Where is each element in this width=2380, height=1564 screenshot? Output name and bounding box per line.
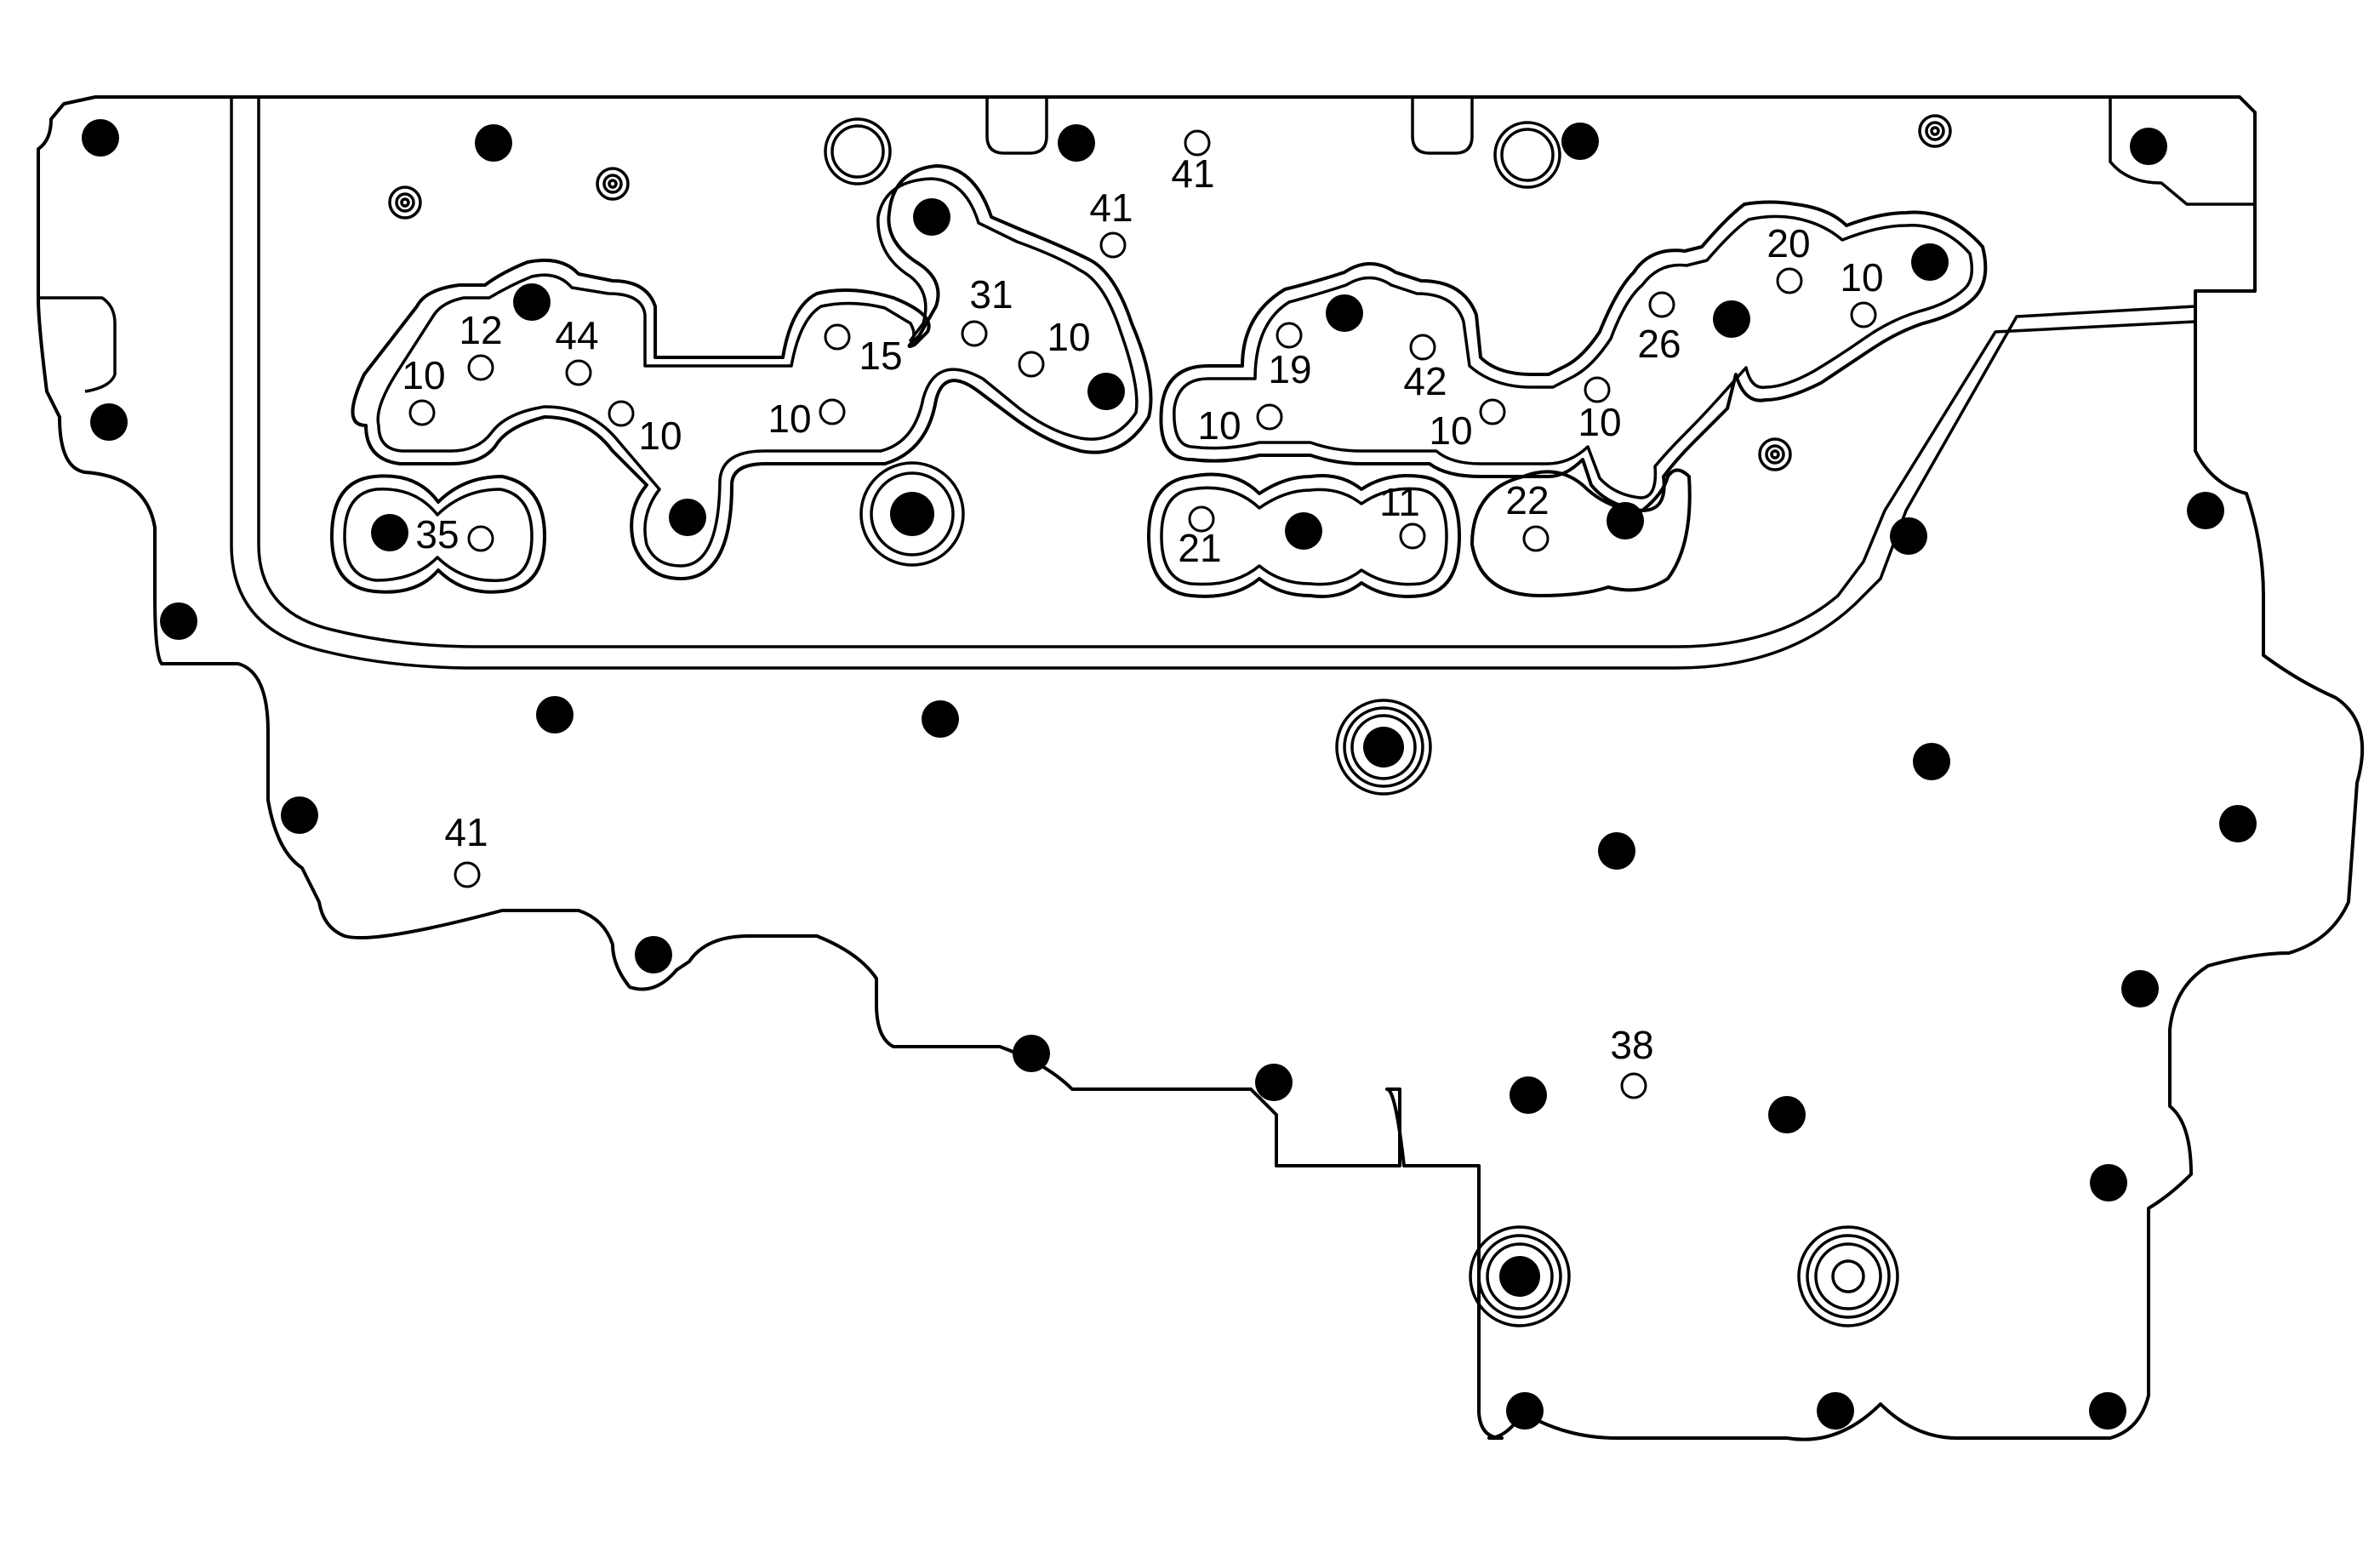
bolt-hole (1768, 1096, 1806, 1133)
open-hole (830, 124, 885, 179)
bolt-hole (669, 499, 706, 536)
bolt-hole (2219, 805, 2257, 842)
bolt-hole (475, 124, 512, 162)
bolt-hole (1913, 743, 1950, 780)
bolt-hole (1506, 1392, 1544, 1430)
inner-boundary-outer (230, 97, 2196, 670)
bolt-hole (1285, 512, 1322, 550)
bolt-hole (1561, 123, 1599, 160)
label-35: 35 (415, 512, 459, 557)
top-notch-right (1411, 97, 1474, 155)
ring-port-lower-right (1797, 1225, 1899, 1327)
ring-marker (1918, 114, 1952, 148)
ring-bolt-lower-left (1469, 1225, 1571, 1327)
bolt-hole (2130, 128, 2167, 165)
bolt-hole (2090, 1164, 2127, 1202)
label-11: 11 (1379, 480, 1420, 524)
bolt-hole (160, 602, 197, 640)
bolt-hole (281, 796, 318, 834)
label-10: 10 (402, 353, 445, 397)
channel-pocket-a (351, 164, 1153, 580)
bolt-hole (536, 696, 574, 733)
bolt-hole (1058, 124, 1095, 162)
bolt-holes (82, 119, 2257, 1430)
label-10: 10 (638, 414, 682, 458)
bolt-hole (922, 700, 959, 738)
bolt-hole (90, 403, 128, 441)
channel-pocket-21-11-inner (1160, 486, 1448, 586)
label-10: 10 (1047, 315, 1090, 359)
label-10: 10 (1197, 403, 1241, 448)
open-hole (824, 117, 892, 186)
label-15: 15 (859, 334, 902, 378)
bolt-hole (1013, 1035, 1050, 1072)
top-right-step (2109, 97, 2255, 206)
bolt-hole (1255, 1064, 1293, 1101)
ports (408, 129, 1877, 1099)
open-hole (1493, 121, 1561, 189)
label-41: 41 (1171, 151, 1214, 196)
label-22: 22 (1505, 478, 1549, 522)
label-42: 42 (1403, 359, 1447, 403)
label-41: 41 (1089, 186, 1133, 230)
bolt-hole (1890, 517, 1927, 555)
channel-pocket-a-inner (376, 177, 1139, 568)
open-hole (1500, 128, 1555, 182)
plate-outline (37, 95, 2365, 1441)
label-19: 19 (1268, 347, 1311, 391)
channel-pocket-b-inner (1173, 214, 1974, 499)
ring-marker (596, 167, 630, 201)
bolt-hole (1713, 300, 1750, 338)
bolt-hole (82, 119, 119, 157)
channel-pocket-22 (1470, 468, 1692, 597)
bolt-hole (1817, 1392, 1854, 1430)
channel-pocket-35-inner (343, 488, 534, 583)
bolt-hole (2121, 970, 2159, 1007)
label-10: 10 (1578, 400, 1621, 444)
bolt-hole (913, 198, 950, 236)
bolt-hole (1607, 502, 1644, 539)
inner-boundary-inner (257, 97, 2196, 648)
bolt-hole (1911, 243, 1949, 281)
label-31: 31 (969, 272, 1013, 317)
label-44: 44 (555, 313, 598, 357)
bolt-hole (513, 283, 551, 321)
label-10: 10 (1429, 408, 1472, 453)
label-20: 20 (1766, 221, 1810, 265)
label-21: 21 (1178, 526, 1221, 570)
label-41: 41 (444, 810, 488, 854)
ring-marker (388, 186, 422, 220)
label-26: 26 (1637, 322, 1681, 366)
ring-marker (1758, 437, 1792, 471)
top-notch-left (985, 97, 1048, 155)
label-10: 10 (768, 397, 811, 441)
channel-pocket-35 (330, 474, 546, 594)
left-tab (38, 296, 117, 393)
bolt-hole (1598, 832, 1635, 870)
bolt-hole (1087, 373, 1125, 410)
bolt-hole (371, 514, 408, 551)
bolt-hole (2187, 492, 2224, 529)
bolt-hole (2089, 1392, 2126, 1430)
label-12: 12 (459, 308, 502, 352)
bolt-hole (1326, 294, 1363, 332)
bolt-hole (635, 936, 672, 973)
ring-bolt-center (1335, 699, 1432, 796)
ring-bolt (859, 461, 965, 567)
label-10: 10 (1840, 255, 1883, 300)
channel-pocket-21-11 (1147, 472, 1461, 598)
label-38: 38 (1610, 1023, 1653, 1067)
bolt-hole (1510, 1076, 1547, 1114)
